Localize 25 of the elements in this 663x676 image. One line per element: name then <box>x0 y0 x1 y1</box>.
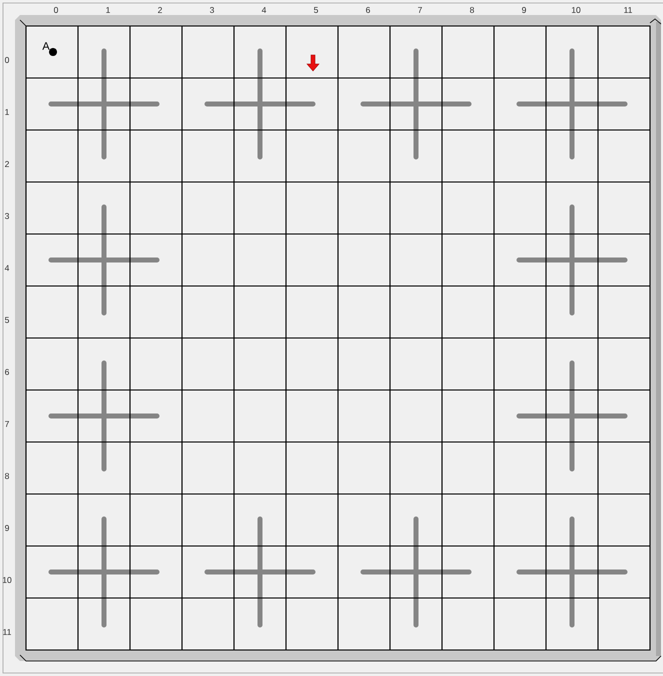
row-number: 7 <box>5 421 9 427</box>
row-number: 6 <box>5 369 9 375</box>
column-number: 0 <box>54 7 58 13</box>
row-number: 10 <box>2 577 12 583</box>
row-number: 2 <box>5 161 9 167</box>
column-number: 9 <box>522 7 526 13</box>
row-number: 1 <box>5 109 9 115</box>
column-number: 11 <box>624 7 632 13</box>
column-number: 1 <box>106 7 110 13</box>
row-number: 11 <box>3 629 11 635</box>
column-number: 7 <box>418 7 422 13</box>
column-number: 4 <box>262 7 266 13</box>
row-number: 3 <box>4 213 9 219</box>
row-number: 0 <box>4 57 10 63</box>
point-label: A <box>42 42 50 50</box>
row-number: 4 <box>4 265 10 271</box>
row-number: 8 <box>5 473 9 479</box>
column-number: 10 <box>572 7 580 13</box>
column-number: 2 <box>158 7 162 13</box>
column-number: 8 <box>470 7 474 13</box>
column-number: 3 <box>210 7 214 13</box>
column-number: 5 <box>314 7 318 13</box>
row-number: 5 <box>4 317 9 323</box>
row-number: 9 <box>5 525 9 531</box>
column-number: 6 <box>366 7 370 13</box>
